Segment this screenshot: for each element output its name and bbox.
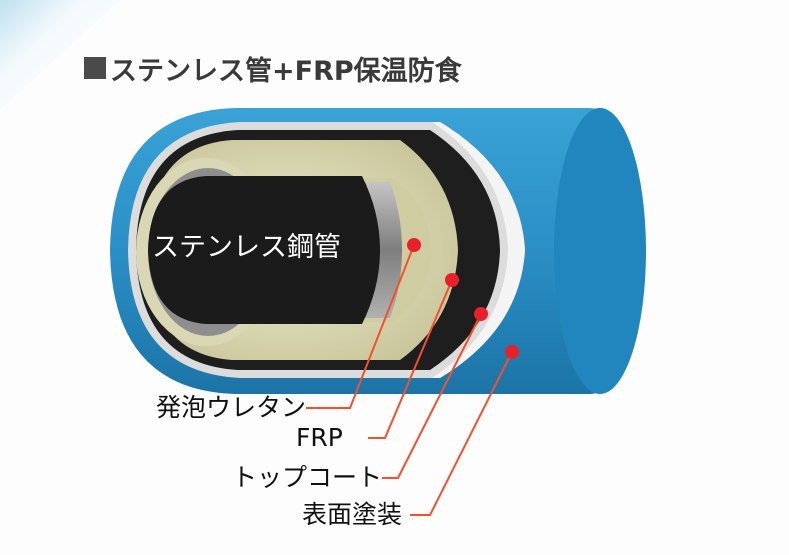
marker-dot-surface: [505, 345, 519, 359]
leader-line-frp: [368, 279, 453, 439]
core-label: ステンレス鋼管: [152, 232, 341, 263]
leader-line-surface: [410, 351, 513, 516]
title-marker-square: [84, 57, 106, 79]
title-text: ステンレス管+FRP保温防食: [110, 55, 462, 87]
callout-frp: FRP: [296, 423, 343, 452]
leader-line-foam: [306, 244, 415, 409]
page-title: ステンレス管+FRP保温防食: [84, 48, 462, 88]
marker-dot-foam: [407, 238, 421, 252]
pipe-core: [148, 176, 380, 324]
callout-foam-urethane: 発泡ウレタン: [156, 393, 307, 422]
outer-coating-end: [554, 108, 646, 394]
callout-surface-coating: 表面塗装: [302, 500, 403, 529]
marker-dot-frp: [445, 273, 459, 287]
callout-top-coat: トップコート: [232, 463, 383, 492]
leader-line-topcoat: [382, 313, 482, 479]
top-coat-highlight: [432, 122, 525, 378]
marker-dot-topcoat: [474, 307, 488, 321]
